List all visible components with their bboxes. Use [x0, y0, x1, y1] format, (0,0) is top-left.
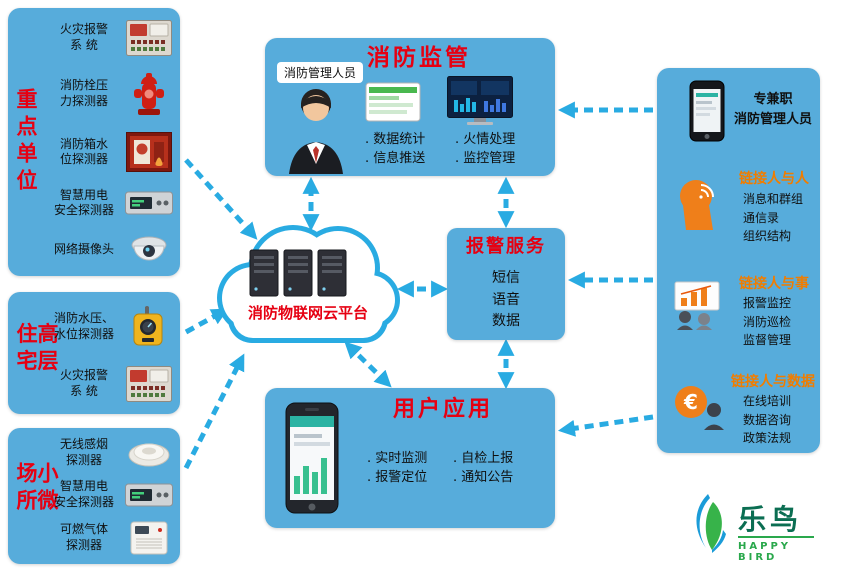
supervision-bullets-left: . 数据统计 . 信息推送 [365, 131, 425, 169]
device-label: 消防箱水 位探测器 [59, 136, 108, 167]
device-label: 消防栓压 力探测器 [59, 78, 108, 109]
key-units-group: 重点单位 火灾报警 系 统 消防栓压 力探测器 [8, 8, 180, 276]
data-coin-icon: € [675, 386, 724, 430]
section-item: 消息和群组 [743, 192, 804, 206]
svg-text:€: € [683, 390, 698, 414]
device-label: 无线感烟 探测器 [59, 437, 108, 467]
logo-subtitle: HAPPY BIRD [738, 541, 792, 563]
user-app-panel: 用户应用 . 实时监测 . 报警定位 . 自检上报 . 通知公告 [265, 388, 555, 528]
link-people-items: 消息和群组 通信录 组织结构 [743, 190, 803, 246]
user-app-bullets-right: . 自检上报 . 通知公告 [453, 450, 513, 488]
user-app-bullet: . 通知公告 [453, 469, 514, 485]
logo-name: 乐鸟 [738, 503, 803, 536]
alarm-service-item: 数据 [492, 313, 520, 330]
smartphone-icon [285, 402, 339, 514]
alarm-service-title: 报警服务 [466, 236, 546, 257]
section-item: 消防巡检 [743, 314, 792, 329]
water-pressure-detector-icon [133, 305, 163, 345]
profile-head-icon [680, 180, 714, 230]
supervision-bullet: . 监控管理 [455, 150, 516, 166]
supervision-bullet: . 信息推送 [365, 150, 426, 166]
device-label: 火灾报警 系 统 [59, 367, 108, 398]
section-item: 政策法规 [743, 431, 792, 446]
section-item: 监督管理 [743, 333, 792, 348]
supervision-bullet: . 数据统计 [365, 132, 426, 147]
section-item: 数据咨询 [743, 412, 792, 427]
highrise-group: 高层住宅 消防水压、 水位探测器 火灾报警 系 统 [8, 292, 180, 414]
device-label: 可燃气体 探测器 [59, 522, 108, 552]
fire-manager-avatar-icon [289, 89, 343, 174]
section-item: 通信录 [743, 210, 780, 225]
server-icon [249, 249, 279, 297]
fire-manager-tag: 消防管理人员 [277, 62, 364, 83]
device-label: 智慧用电 安全探测器 [53, 478, 114, 509]
supervision-bullets-right: . 火情处理 . 监控管理 [455, 131, 515, 169]
smoke-detector-icon [128, 443, 170, 467]
small-places-group: 小微场所 无线感烟 探测器 智慧用电 安全探测器 [8, 428, 180, 564]
alarm-service-panel: 报警服务 短信 语音 数据 [447, 228, 565, 340]
alarm-service-items: 短信 语音 数据 [447, 268, 565, 333]
arrow-smallplaces-cloud [183, 353, 245, 470]
device-item: 网络摄像头 [48, 234, 175, 264]
user-app-bullet: . 报警定位 [367, 469, 428, 485]
staff-phone-label: 专兼职 消防管理人员 [733, 92, 812, 127]
fire-cabinet-icon [126, 132, 172, 173]
cloud-platform: 消防物联网云平台 [208, 198, 408, 353]
alarm-service-item: 语音 [492, 291, 520, 308]
presentation-chart-icon [674, 281, 720, 330]
logo-divider [738, 536, 814, 538]
user-app-bullet: . 实时监测 [367, 451, 428, 466]
device-item: 消防水压、 水位探测器 [48, 305, 175, 349]
fire-supervision-title: 消防监管 [367, 45, 471, 71]
device-label: 火灾报警 系 统 [59, 22, 108, 52]
fire-supervision-panel: 消防管理人员 消防监管 . 数据统计 . 信息 [265, 38, 555, 176]
user-app-title: 用户应用 [393, 397, 494, 422]
fire-alarm-panel-icon [126, 365, 172, 402]
electric-safety-detector-icon [125, 483, 173, 507]
device-item: 消防箱水 位探测器 [48, 132, 175, 173]
logo: 乐鸟 HAPPY BIRD [688, 490, 833, 566]
device-item: 无线感烟 探测器 [48, 437, 175, 468]
device-item: 火灾报警 系 统 [48, 365, 175, 402]
link-data-title: 链接人与数据 [731, 374, 815, 390]
device-item: 智慧用电 安全探测器 [48, 479, 175, 510]
section-item: 报警监控 [743, 296, 792, 310]
link-events-title: 链接人与事 [739, 276, 809, 292]
monitoring-screen-icon [447, 76, 513, 125]
server-icon [317, 249, 347, 297]
key-units-title: 重点单位 [14, 88, 38, 196]
link-people-title: 链接人与人 [739, 171, 809, 187]
fire-alarm-panel-icon [126, 19, 172, 56]
cloud-platform-label: 消防物联网云平台 [248, 304, 368, 322]
device-label: 消防水压、 水位探测器 [53, 310, 114, 341]
small-places-title: 小微场所 [14, 462, 59, 516]
highrise-title: 高层住宅 [14, 322, 59, 377]
alarm-service-item: 短信 [492, 270, 520, 286]
link-data-items: 在线培训 数据咨询 政策法规 [743, 392, 791, 448]
link-events-items: 报警监控 消防巡检 监督管理 [743, 294, 791, 350]
device-item: 消防栓压 力探测器 [48, 71, 175, 117]
staff-phone-icon [689, 80, 725, 142]
cloud-icon: 消防物联网云平台 [217, 225, 400, 343]
device-label: 网络摄像头 [53, 241, 114, 256]
arrow-staff-userapp [557, 414, 654, 437]
bird-logo-icon [696, 494, 726, 553]
gas-detector-icon [130, 521, 168, 555]
electric-safety-detector-icon [125, 191, 173, 215]
app-screenshot-icon [365, 82, 421, 122]
device-item: 智慧用电 安全探测器 [48, 188, 175, 219]
device-item: 可燃气体 探测器 [48, 521, 175, 555]
section-item: 在线培训 [743, 394, 792, 408]
user-app-bullets-left: . 实时监测 . 报警定位 [367, 450, 427, 488]
user-app-bullet: . 自检上报 [453, 451, 514, 466]
section-item: 组织结构 [743, 229, 792, 244]
device-item: 火灾报警 系 统 [48, 19, 175, 56]
staff-panel: 专兼职 消防管理人员 链接人与人 消息和群组 通信录 组织结构 链接人与事 [657, 68, 820, 453]
network-camera-icon [131, 236, 167, 261]
supervision-bullet: . 火情处理 [455, 132, 516, 147]
device-label: 智慧用电 安全探测器 [53, 187, 114, 218]
server-icon [283, 249, 313, 297]
hydrant-icon [134, 73, 164, 116]
